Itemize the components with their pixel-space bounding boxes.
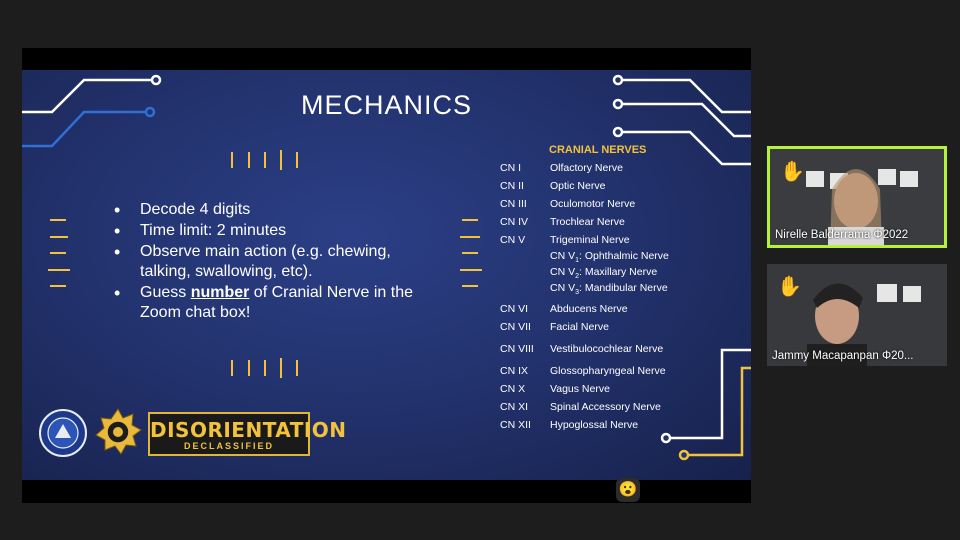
slide-title: MECHANICS [300,90,472,120]
nerve-name: CN V2: Maxillary Nerve [550,266,658,281]
nerve-code: CN IX [500,365,529,377]
nerve-name: Olfactory Nerve [550,162,623,174]
bullet-item: Observe main action (e.g. chewing, talki… [114,242,424,282]
bullet-emphasis: number [190,284,250,301]
nerve-code: CN VI [500,303,529,315]
nerve-code: CN VIII [500,343,534,355]
banner-subtitle: DECLASSIFIED [183,441,274,451]
nerve-code: CN IV [500,216,529,228]
presentation-slide: MECHANICS Decode 4 digits Time limit: 2 … [22,70,751,480]
circuit-decoration [22,74,751,461]
raised-hand-icon: ✋ [777,276,802,298]
nerve-name: Oculomotor Nerve [550,198,636,210]
nerve-name: CN V1: Ophthalmic Nerve [550,250,669,265]
nerve-code: CN XII [500,419,531,431]
nerve-name: Vagus Nerve [550,383,610,395]
bullet-item: Decode 4 digits [114,200,424,220]
nerve-name: Vestibulocochlear Nerve [550,343,664,355]
nerve-name: Glossopharyngeal Nerve [550,365,666,377]
nerve-code: CN III [500,198,527,210]
nerve-name: Optic Nerve [550,180,606,192]
participant-name: Nirelle Balderrama Φ2022 [775,229,909,241]
nerve-code: CN I [500,162,521,174]
cranial-nerves-header: CRANIAL NERVES [549,144,647,156]
nerve-name: Abducens Nerve [550,303,628,315]
university-seal-icon [39,409,87,457]
participant-video[interactable]: ✋ Jammy Macapanpan Φ20... [767,264,947,366]
participant-feed [770,149,944,245]
disorientation-banner: DISORIENTATION DECLASSIFIED [148,412,347,456]
nerve-name: Trigeminal Nerve [550,234,630,246]
surprised-face-icon[interactable]: 😮 [616,478,640,502]
mechanics-list: Decode 4 digits Time limit: 2 minutes Ob… [114,200,424,324]
bullet-item: Time limit: 2 minutes [114,221,424,241]
nerve-name: Hypoglossal Nerve [550,419,639,431]
bullet-text: of Cranial Nerve in the Zoom chat box! [140,284,413,321]
nerve-name: Trochlear Nerve [550,216,625,228]
nerve-code: CN XI [500,401,529,413]
nerve-code: CN X [500,383,526,395]
participant-name: Jammy Macapanpan Φ20... [772,350,914,362]
nerve-name: Facial Nerve [550,321,609,333]
nerve-name: Spinal Accessory Nerve [550,401,661,413]
nerve-code: CN VII [500,321,531,333]
banner-title: DISORIENTATION [150,418,347,442]
bullet-item: Guess number of Cranial Nerve in the Zoo… [114,283,424,323]
nerve-code: CN II [500,180,524,192]
bullet-text: Guess [140,284,191,301]
raised-hand-icon: ✋ [780,161,805,183]
participant-feed [767,264,947,366]
participant-video[interactable]: ✋ Nirelle Balderrama Φ2022 [767,146,947,248]
nerve-code: CN V [500,234,526,246]
nerve-name: CN V3: Mandibular Nerve [550,282,668,297]
fraternity-badge-icon [95,408,142,455]
